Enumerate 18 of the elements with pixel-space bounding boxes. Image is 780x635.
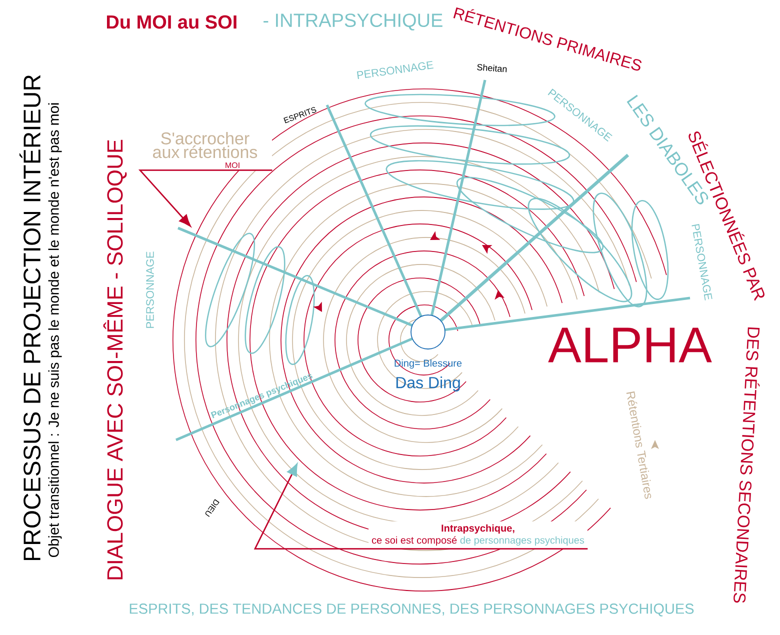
leader-arrow <box>138 170 272 227</box>
bottom-text: ESPRITS, DES TENDANCES DE PERSONNES, DES PERSONNAGES PSYCHIQUES <box>130 604 694 616</box>
heading: Du MOI au SOI <box>106 15 236 29</box>
side-heading: DIALOGUE AVEC SOI-MÊME - SOLILOQUE <box>103 140 127 580</box>
big-word: ALPHA <box>548 328 712 362</box>
subtitle: Objet transitionnel : Je ne suis pas le monde et le monde n'est pas moi <box>48 103 62 558</box>
caption-text: Das Ding <box>396 376 460 392</box>
arc-text: Rétentions Tertiaires <box>626 391 652 499</box>
ray-label: PERSONNAGE <box>356 60 434 80</box>
center-circle <box>410 314 446 350</box>
ray-label: Sheitan <box>477 64 507 72</box>
heading: - INTRAPSYCHIQUE <box>264 14 442 30</box>
leader-arrow <box>254 464 588 550</box>
arc-text: DES RÉTENTIONS SECONDAIRES <box>734 327 760 603</box>
ray-label: PERSONNAGE <box>146 252 154 328</box>
callout-text: S'accrocher aux rétentions MOI <box>138 130 272 170</box>
title: PROCESSUS DE PROJECTION INTÉRIEUR <box>19 75 41 560</box>
callout-text: Intrapsychique, ce soi est composé de personnages psychiques <box>368 521 588 549</box>
